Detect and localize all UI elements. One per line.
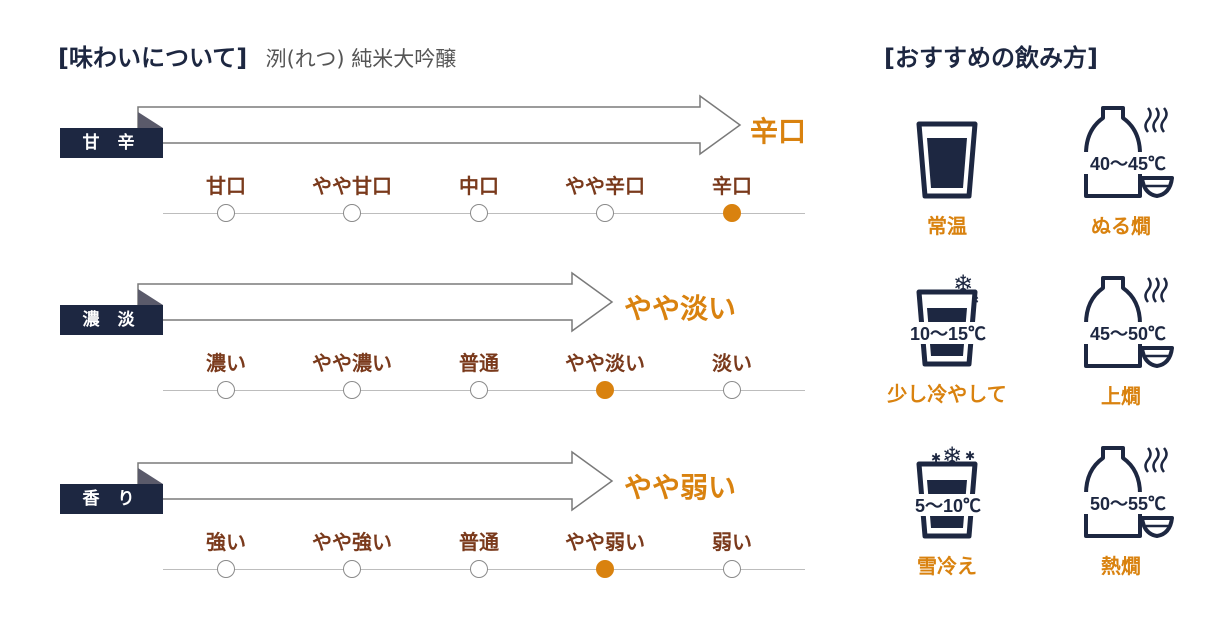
scale-rich-light: 濃 淡 やや淡い 濃い やや濃い 普通 やや淡い 淡い — [0, 271, 860, 433]
scale-dot — [470, 204, 488, 222]
scale-label: 香 り — [60, 484, 163, 514]
glass-snowflake-icon: ❄ ✱ 10〜15℃ — [910, 270, 986, 367]
scale-point-label: 辛口 — [712, 174, 752, 198]
serving-jokan: 45〜50℃ 上燗 — [1046, 274, 1196, 409]
serving-temp: 5〜10℃ — [915, 496, 981, 516]
scale-point-label: 甘口 — [206, 174, 246, 198]
scale-point-label: やや強い — [312, 530, 392, 554]
scale-dot — [470, 381, 488, 399]
glass-icon — [916, 121, 978, 199]
scale-aroma: 香 り やや弱い 強い やや強い 普通 やや弱い 弱い — [0, 450, 860, 612]
scale-dot — [217, 204, 235, 222]
serving-nurukan: 40〜45℃ ぬる燗 — [1046, 104, 1196, 239]
serving-slightly-chilled: ❄ ✱ 10〜15℃ 少し冷やして — [872, 270, 1022, 407]
svg-text:✱: ✱ — [931, 451, 941, 465]
serving-temp: 10〜15℃ — [910, 324, 986, 344]
scale-dot-selected — [596, 381, 614, 399]
taste-title-main: [味わいについて] — [58, 44, 248, 72]
scale-sweet-dry: 甘 辛 辛口 甘口 やや甘口 中口 やや辛口 辛口 — [0, 94, 860, 256]
serving-temp: 50〜55℃ — [1090, 494, 1166, 514]
scale-dot — [343, 560, 361, 578]
scale-dot — [217, 381, 235, 399]
scale-dot — [217, 560, 235, 578]
scale-result: やや淡い — [624, 292, 737, 325]
scale-label: 濃 淡 — [60, 305, 163, 335]
scale-label: 甘 辛 — [60, 128, 163, 158]
scale-dot — [723, 560, 741, 578]
svg-text:✱: ✱ — [965, 449, 975, 463]
serving-temp: 40〜45℃ — [1090, 154, 1166, 174]
scale-dot — [343, 381, 361, 399]
scale-point-label: 普通 — [459, 351, 499, 375]
scale-point-label: 中口 — [459, 174, 499, 198]
scale-dot — [723, 381, 741, 399]
glass-snowflakes-icon: ❄ ✱ ✱ ✱ 5〜10℃ — [910, 442, 986, 539]
serving-temp: 45〜50℃ — [1090, 324, 1166, 344]
scale-dot — [470, 560, 488, 578]
scale-point-label: やや濃い — [312, 351, 392, 375]
serving-name: ぬる燗 — [1091, 214, 1151, 238]
scale-dot — [343, 204, 361, 222]
scale-result: 辛口 — [750, 115, 807, 148]
scale-dot-selected — [723, 204, 741, 222]
scale-point-label: 淡い — [712, 351, 752, 375]
scale-point-label: やや弱い — [565, 530, 645, 554]
scale-point-label: やや甘口 — [312, 174, 392, 198]
scale-point-label: 濃い — [206, 351, 246, 375]
serving-yukibie: ❄ ✱ ✱ ✱ 5〜10℃ 雪冷え — [872, 442, 1022, 579]
scale-point-label: やや淡い — [565, 351, 645, 375]
scale-result: やや弱い — [624, 471, 737, 504]
recommend-title: [おすすめの飲み方] — [884, 44, 1098, 72]
serving-name: 雪冷え — [917, 554, 977, 578]
serving-name: 熱燗 — [1101, 554, 1141, 578]
serving-room-temp: 常温 — [872, 112, 1022, 239]
taste-title: [味わいについて] 洌(れつ) 純米大吟醸 — [58, 38, 456, 73]
scale-point-label: やや辛口 — [565, 174, 645, 198]
taste-title-product: 洌(れつ) 純米大吟醸 — [265, 47, 457, 71]
scale-point-label: 弱い — [712, 530, 752, 554]
serving-name: 少し冷やして — [887, 382, 1007, 406]
scale-dot-selected — [596, 560, 614, 578]
scale-dot — [596, 204, 614, 222]
tokkuri-icon: 40〜45℃ — [1084, 106, 1174, 198]
tokkuri-icon: 50〜55℃ — [1084, 446, 1174, 538]
tokkuri-icon: 45〜50℃ — [1084, 276, 1174, 368]
serving-atsukan: 50〜55℃ 熱燗 — [1046, 444, 1196, 579]
scale-point-label: 普通 — [459, 530, 499, 554]
serving-name: 常温 — [927, 214, 967, 238]
scale-point-label: 強い — [206, 530, 246, 554]
serving-name: 上燗 — [1101, 384, 1141, 408]
